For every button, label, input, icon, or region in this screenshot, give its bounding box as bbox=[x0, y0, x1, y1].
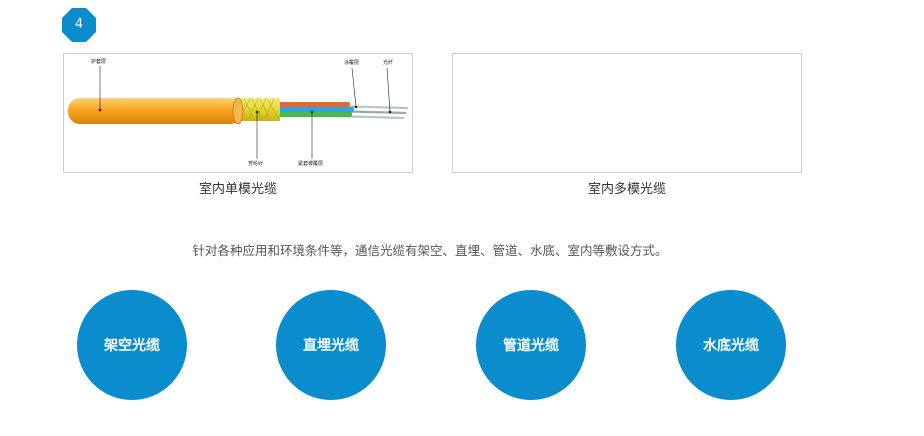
leader-line bbox=[351, 67, 357, 108]
leader-dot bbox=[98, 108, 102, 112]
multi-mode-cable-card bbox=[452, 53, 802, 173]
single-mode-cable-card: 护套层 涂覆层 光纤 芳纶纱 紧套被覆层 bbox=[63, 53, 413, 173]
step-number: 4 bbox=[74, 17, 84, 32]
leader-dot bbox=[354, 105, 358, 109]
buffer-green bbox=[270, 112, 352, 117]
outer-jacket bbox=[68, 98, 242, 124]
label-buffer: 紧套被覆层 bbox=[298, 161, 324, 167]
multi-mode-caption: 室内多模光缆 bbox=[587, 182, 666, 197]
octagon-shape bbox=[62, 8, 96, 42]
leader-line bbox=[386, 67, 391, 113]
aerial-cable-button[interactable]: 架空光缆 bbox=[77, 290, 187, 400]
buffer-blue bbox=[270, 107, 354, 112]
label-coating: 涂覆层 bbox=[344, 60, 360, 66]
cable-structure-diagram bbox=[68, 66, 409, 159]
label-jacket: 护套层 bbox=[91, 59, 107, 65]
leader-dot bbox=[310, 110, 314, 114]
laying-methods-intro: 针对各种应用和环境条件等，通信光缆有架空、直埋、管道、水底、室内等敷设方式。 bbox=[192, 243, 668, 258]
duct-cable-button[interactable]: 管道光缆 bbox=[476, 290, 586, 400]
label-fiber: 光纤 bbox=[383, 60, 394, 66]
label-aramid: 芳纶纱 bbox=[248, 161, 264, 167]
single-mode-caption: 室内单模光缆 bbox=[198, 182, 277, 197]
duct-cable-label: 管道光缆 bbox=[503, 338, 559, 354]
direct-buried-cable-label: 直埋光缆 bbox=[303, 338, 359, 354]
leader-dot bbox=[388, 110, 392, 114]
direct-buried-cable-button[interactable]: 直埋光缆 bbox=[276, 290, 386, 400]
buffer-orange bbox=[270, 102, 350, 107]
aerial-cable-label: 架空光缆 bbox=[104, 338, 160, 354]
step-badge: 4 bbox=[62, 8, 96, 42]
underwater-cable-label: 水底光缆 bbox=[703, 338, 759, 354]
jacket-end bbox=[232, 97, 244, 125]
leader-dot bbox=[255, 110, 259, 114]
underwater-cable-button[interactable]: 水底光缆 bbox=[676, 290, 786, 400]
